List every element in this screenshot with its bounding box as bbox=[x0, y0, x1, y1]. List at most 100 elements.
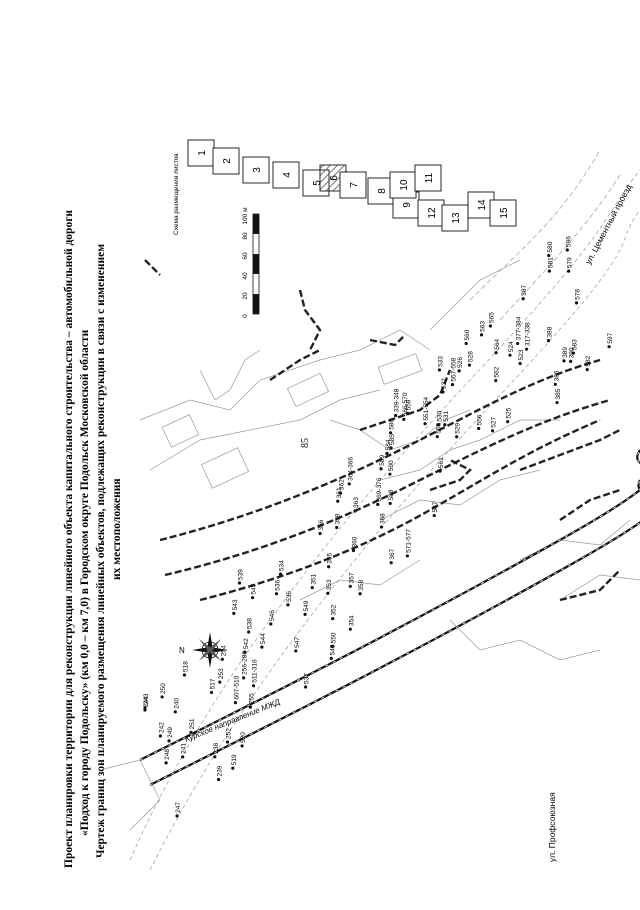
point-label: 254 bbox=[220, 645, 227, 656]
page-number: 85 bbox=[300, 438, 311, 448]
sheet-number: 15 bbox=[499, 207, 510, 219]
point-marker bbox=[213, 755, 217, 759]
point-label: 242 bbox=[158, 722, 165, 733]
point-label: 588 bbox=[388, 489, 395, 500]
north-label: N bbox=[179, 646, 185, 655]
point-marker bbox=[441, 390, 445, 394]
point-label: 238 bbox=[213, 743, 220, 754]
point-label: 597 bbox=[607, 332, 614, 343]
point-marker bbox=[173, 710, 177, 714]
point-label: 582 bbox=[585, 355, 592, 366]
point-label: 537 bbox=[304, 673, 311, 684]
point-label: 530 bbox=[436, 410, 443, 421]
point-marker bbox=[310, 586, 314, 590]
point-label: 531 bbox=[443, 411, 450, 422]
point-label: 559 bbox=[406, 399, 413, 410]
point-marker bbox=[242, 676, 246, 680]
point-marker bbox=[175, 814, 179, 818]
sheet-number: 4 bbox=[282, 172, 293, 178]
point-marker bbox=[351, 548, 356, 553]
point-label: 550 bbox=[330, 632, 337, 643]
point-marker bbox=[436, 423, 440, 427]
point-label: 551-554 bbox=[423, 396, 430, 420]
sheet-box bbox=[389, 171, 417, 199]
point-label: 525 bbox=[506, 407, 513, 418]
point-label: 579 bbox=[567, 257, 574, 268]
point-label: 538 bbox=[247, 618, 254, 629]
point-marker bbox=[479, 333, 484, 337]
point-label: 583 bbox=[571, 339, 578, 350]
point-label: 518 bbox=[182, 661, 189, 672]
point-label: 386 bbox=[553, 370, 560, 381]
point-marker bbox=[347, 482, 351, 486]
sheet-box bbox=[187, 139, 215, 167]
point-marker bbox=[464, 341, 468, 346]
point-marker bbox=[432, 513, 436, 518]
sheet-box bbox=[417, 199, 445, 227]
point-marker bbox=[555, 400, 559, 405]
point-label: 247 bbox=[175, 802, 182, 813]
point-label: 581 bbox=[547, 257, 554, 268]
point-marker bbox=[353, 509, 357, 513]
point-marker bbox=[567, 269, 571, 273]
point-marker bbox=[250, 596, 255, 600]
scale-tick-label: 100 м bbox=[242, 207, 249, 225]
scale-tick-label: 40 bbox=[242, 272, 249, 280]
point-marker bbox=[303, 612, 307, 617]
point-label: 547 bbox=[294, 637, 301, 648]
point-marker bbox=[336, 499, 340, 503]
sheet-number: 9 bbox=[402, 202, 413, 208]
point-label: 520 bbox=[240, 732, 247, 743]
point-marker bbox=[240, 744, 244, 748]
point-marker bbox=[286, 603, 290, 607]
point-marker bbox=[385, 451, 389, 455]
point-label: 369-376 bbox=[376, 477, 383, 501]
point-label: 549 bbox=[303, 600, 310, 611]
point-marker bbox=[182, 673, 187, 677]
scale-tick-label: 20 bbox=[242, 292, 249, 300]
point-marker bbox=[318, 531, 322, 536]
sheet-box bbox=[242, 156, 270, 184]
point-label: 388 bbox=[546, 326, 553, 337]
point-marker bbox=[304, 685, 308, 689]
point-label: 253 bbox=[218, 668, 225, 679]
point-marker bbox=[437, 368, 442, 372]
point-marker bbox=[143, 708, 147, 712]
point-marker bbox=[237, 581, 242, 585]
point-label: 511-316 bbox=[252, 659, 259, 683]
point-marker bbox=[494, 351, 498, 355]
point-label: 517 bbox=[210, 678, 217, 689]
point-label: 356 bbox=[318, 519, 325, 530]
point-label: 354 bbox=[348, 615, 355, 626]
title-line-1: Проект планировки территории для реконст… bbox=[63, 210, 75, 868]
point-label: 529 bbox=[455, 423, 462, 434]
sheet-number: 1 bbox=[197, 150, 208, 156]
point-marker bbox=[477, 426, 481, 431]
north-arrow: N bbox=[179, 632, 228, 668]
point-label: 385 bbox=[555, 388, 562, 399]
point-label: 532 bbox=[441, 378, 448, 389]
point-marker bbox=[394, 413, 398, 418]
sheet-scheme-caption: Схема размещения листов bbox=[173, 153, 180, 235]
point-label: 534 bbox=[278, 560, 285, 571]
point-marker bbox=[388, 472, 392, 476]
point-label: 357 bbox=[348, 572, 355, 583]
point-marker bbox=[553, 382, 557, 386]
point-label: 252 bbox=[225, 728, 232, 739]
point-label: 578 bbox=[575, 289, 582, 300]
point-marker bbox=[435, 434, 439, 439]
point-label: 557-558 bbox=[450, 357, 457, 381]
point-label: 355 bbox=[327, 552, 334, 563]
street-label-railway: Курское направление МЖД bbox=[183, 697, 281, 744]
point-label: 387 bbox=[521, 285, 528, 296]
point-marker bbox=[181, 755, 185, 759]
point-label: 248 bbox=[164, 749, 171, 760]
sheet-number: 3 bbox=[252, 167, 263, 173]
sheet-box bbox=[212, 147, 240, 175]
title-line-4: их местоположения bbox=[111, 478, 123, 580]
sheet-box bbox=[489, 199, 517, 227]
point-marker bbox=[269, 622, 273, 626]
point-marker bbox=[547, 269, 551, 273]
